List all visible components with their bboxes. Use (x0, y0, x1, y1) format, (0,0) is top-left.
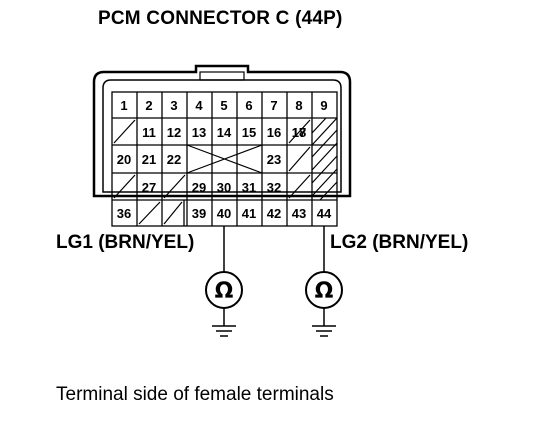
pin-21: 21 (142, 152, 156, 167)
ohmmeter-1-symbol: Ω (215, 279, 234, 304)
pin-7: 7 (270, 98, 277, 113)
ground-1-icon (212, 308, 236, 337)
pin-43: 43 (292, 206, 306, 221)
pin-27: 27 (142, 180, 156, 195)
pin-22: 22 (167, 152, 181, 167)
ohmmeter-2-symbol: Ω (315, 279, 334, 304)
lg2-label: LG2 (BRN/YEL) (330, 232, 469, 253)
pin-9: 9 (320, 98, 327, 113)
diagram-caption: Terminal side of female terminals (56, 384, 334, 405)
pin-42: 42 (267, 206, 281, 221)
pin-5: 5 (220, 98, 227, 113)
blank-cavity-slashes (113, 117, 338, 225)
pin-17: 17 (292, 125, 306, 140)
pin-11: 11 (142, 125, 156, 140)
pin-6: 6 (245, 98, 252, 113)
pin-14: 14 (217, 125, 232, 140)
pin-4: 4 (195, 98, 203, 113)
pin-23: 23 (267, 152, 281, 167)
pin-1: 1 (120, 98, 127, 113)
connector-inner-shell (102, 79, 342, 193)
pin-numbers: 1 2 3 4 5 6 7 8 9 11 12 13 14 15 16 17 1… (117, 98, 332, 221)
pin-29: 29 (192, 180, 206, 195)
pin-41: 41 (242, 206, 256, 221)
pin-31: 31 (242, 180, 256, 195)
center-cross (186, 144, 263, 174)
pin-3: 3 (170, 98, 177, 113)
terminal-grid (111, 91, 338, 227)
connector-lock-tab (199, 71, 245, 81)
diagram-title: PCM CONNECTOR C (44P) (98, 8, 343, 29)
pin-36: 36 (117, 206, 131, 221)
pin-39: 39 (192, 206, 206, 221)
pin-30: 30 (217, 180, 231, 195)
lg1-label: LG1 (BRN/YEL) (56, 232, 195, 253)
pin-32: 32 (267, 180, 281, 195)
connector-housing (92, 64, 352, 198)
pin-13: 13 (192, 125, 206, 140)
pin-2: 2 (145, 98, 152, 113)
pin-40: 40 (217, 206, 231, 221)
pin-12: 12 (167, 125, 181, 140)
pin-18: 18 (292, 125, 306, 140)
pin-16: 16 (267, 125, 281, 140)
pin-20: 20 (117, 152, 131, 167)
pin-8: 8 (295, 98, 302, 113)
ground-2-icon (312, 308, 336, 337)
pin-44: 44 (317, 206, 332, 221)
pin-15: 15 (242, 125, 256, 140)
